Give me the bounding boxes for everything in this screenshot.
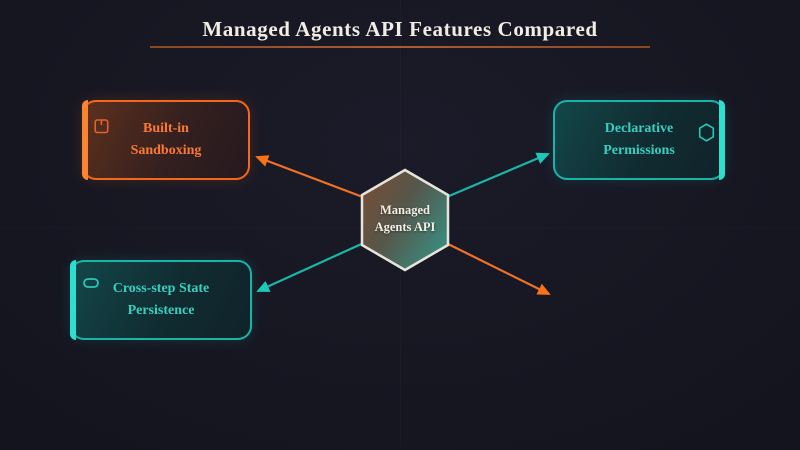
node-label: Declarative Permissions [603, 121, 675, 158]
node-cross-step-state-persistence: Cross-step State Persistence [70, 260, 252, 340]
page-title: Managed Agents API Features Compared [202, 17, 598, 41]
edge-center-to-bottom-right [441, 240, 551, 295]
node-built-in-sandboxing: Built-in Sandboxing [82, 100, 250, 180]
edge-center-to-declarative-permissions [441, 152, 550, 201]
node-label: Cross-step State Persistence [112, 281, 210, 318]
edge-center-to-cross-step-state-persistence [256, 239, 369, 293]
center-node-label: Managed Agents API [374, 203, 436, 234]
node-label: Built-in Sandboxing [130, 121, 202, 158]
accent-bar [82, 100, 88, 180]
hexagon-icon [698, 123, 715, 142]
storage-icon [83, 278, 99, 288]
center-hexagon [360, 168, 450, 272]
title-underline-decoration [150, 46, 650, 48]
edge-center-to-built-in-sandboxing [255, 155, 369, 201]
node-declarative-permissions: Declarative Permissions [553, 100, 725, 180]
accent-bar [70, 260, 76, 340]
package-icon [94, 118, 109, 134]
accent-bar [719, 100, 725, 180]
